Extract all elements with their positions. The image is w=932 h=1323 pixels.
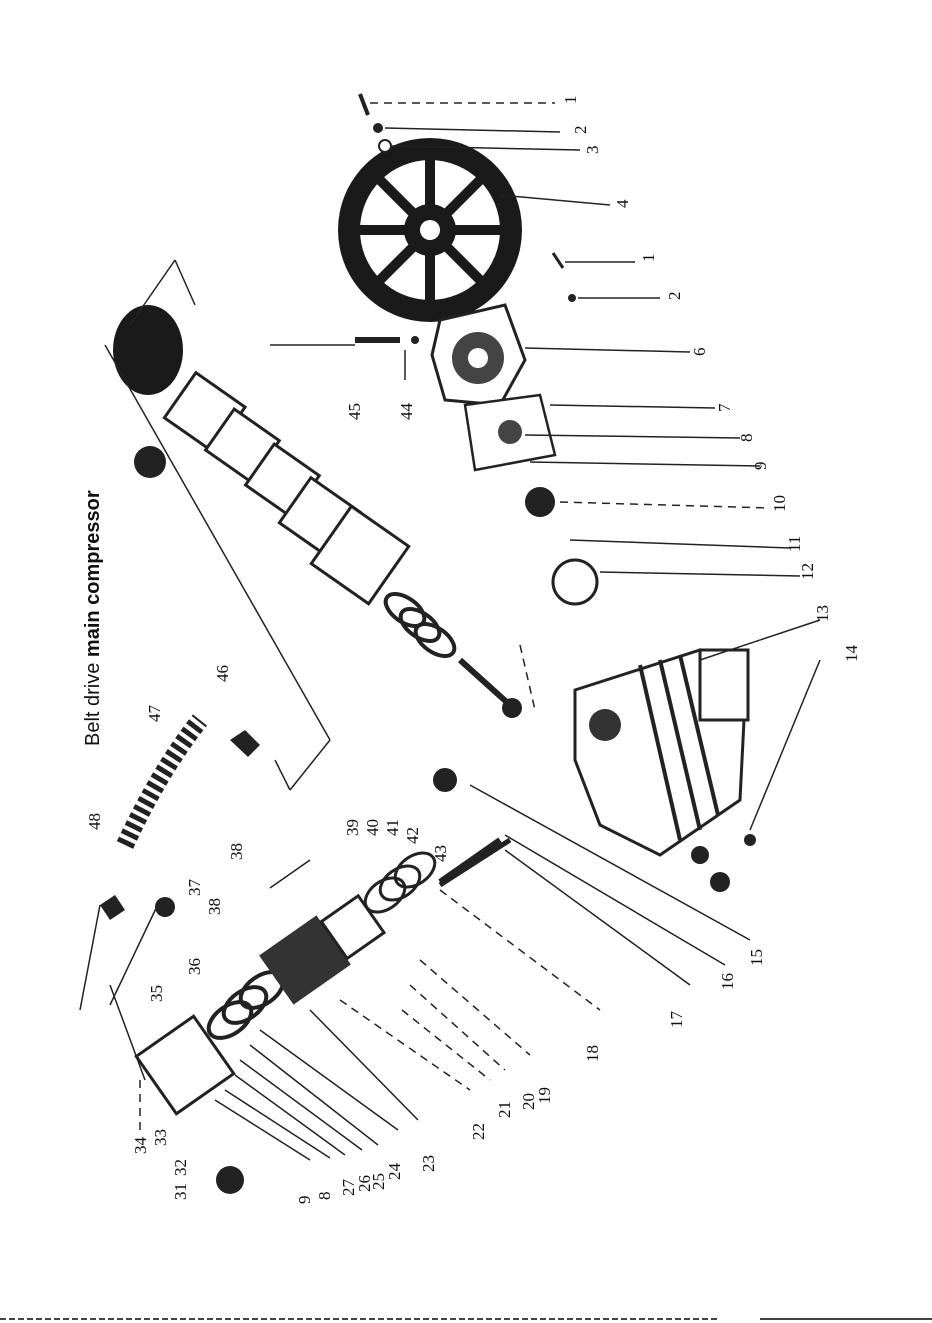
tee-fitting-illustration: [100, 895, 125, 920]
crankcase-illustration: [575, 650, 748, 855]
gasket-plate-illustration: [465, 395, 555, 470]
oil-cap-illustration: [691, 846, 709, 864]
callout-12: 12: [798, 563, 817, 580]
hose-illustration: [125, 720, 200, 845]
callout-1: 1: [561, 96, 580, 105]
callout-31: 31: [171, 1183, 190, 1200]
callout-8: 8: [737, 434, 756, 443]
valve-illustration: [155, 897, 175, 917]
callout-17: 17: [667, 1011, 686, 1029]
callout-16: 16: [718, 973, 737, 990]
callout-48: 48: [85, 813, 104, 830]
bolt-illustration: [553, 253, 563, 268]
flywheel-illustration: [338, 138, 522, 322]
bearing-illustration: [525, 487, 555, 517]
callout-18: 18: [583, 1045, 602, 1062]
callout-10: 10: [770, 495, 789, 512]
callout-2: 2: [571, 126, 590, 135]
washer-illustration: [373, 123, 383, 133]
callout-38a: 38: [205, 898, 224, 915]
callout-44: 44: [397, 403, 416, 421]
callout-39: 39: [343, 819, 362, 836]
rod-illustration: [440, 840, 510, 885]
callout-46: 46: [213, 665, 232, 682]
callout-27: 27: [339, 1179, 358, 1197]
callout-37: 37: [185, 879, 204, 897]
callout-43: 43: [431, 845, 450, 862]
callout-7: 7: [715, 403, 734, 412]
ring-illustration: [553, 560, 597, 604]
callout-20: 20: [519, 1093, 538, 1110]
callout-22: 22: [469, 1123, 488, 1140]
callout-40: 40: [363, 819, 382, 836]
callout-47: 47: [145, 705, 164, 723]
callout-32: 32: [171, 1159, 190, 1176]
breather-illustration: [433, 768, 457, 792]
callout-36: 36: [185, 958, 204, 975]
callout-33: 33: [151, 1129, 170, 1146]
callout-1b: 1: [639, 254, 658, 263]
callout-15: 15: [747, 949, 766, 966]
callout-2b: 2: [665, 292, 684, 301]
pilot-valve-illustration: [216, 1166, 244, 1194]
drain-plug-illustration: [710, 872, 730, 892]
callout-35: 35: [147, 985, 166, 1002]
callout-6: 6: [690, 348, 709, 357]
callout-3: 3: [583, 146, 602, 155]
callout-23: 23: [419, 1155, 438, 1172]
callout-34: 34: [131, 1137, 150, 1155]
callout-4: 4: [613, 199, 632, 208]
callout-42: 42: [403, 827, 422, 844]
bolt-illustration: [360, 94, 368, 115]
washer-illustration: [568, 294, 576, 302]
washer-illustration: [411, 336, 419, 344]
elbow-fitting-illustration: [230, 730, 260, 757]
washer-illustration: [379, 140, 391, 152]
callout-38b: 38: [227, 843, 246, 860]
callout-13: 13: [813, 605, 832, 622]
callout-9: 9: [751, 462, 770, 471]
callout-8b: 8: [315, 1192, 334, 1201]
callout-9b: 9: [295, 1196, 314, 1205]
callout-14: 14: [842, 645, 861, 663]
callout-21: 21: [495, 1101, 514, 1118]
callout-11: 11: [785, 536, 804, 552]
bolt-illustration: [744, 834, 756, 846]
bearing-housing-illustration: [432, 305, 525, 405]
check-valve-illustration: [134, 446, 166, 478]
callout-41: 41: [383, 819, 402, 836]
callout-45: 45: [345, 403, 364, 420]
footer-rule: [0, 1317, 932, 1321]
